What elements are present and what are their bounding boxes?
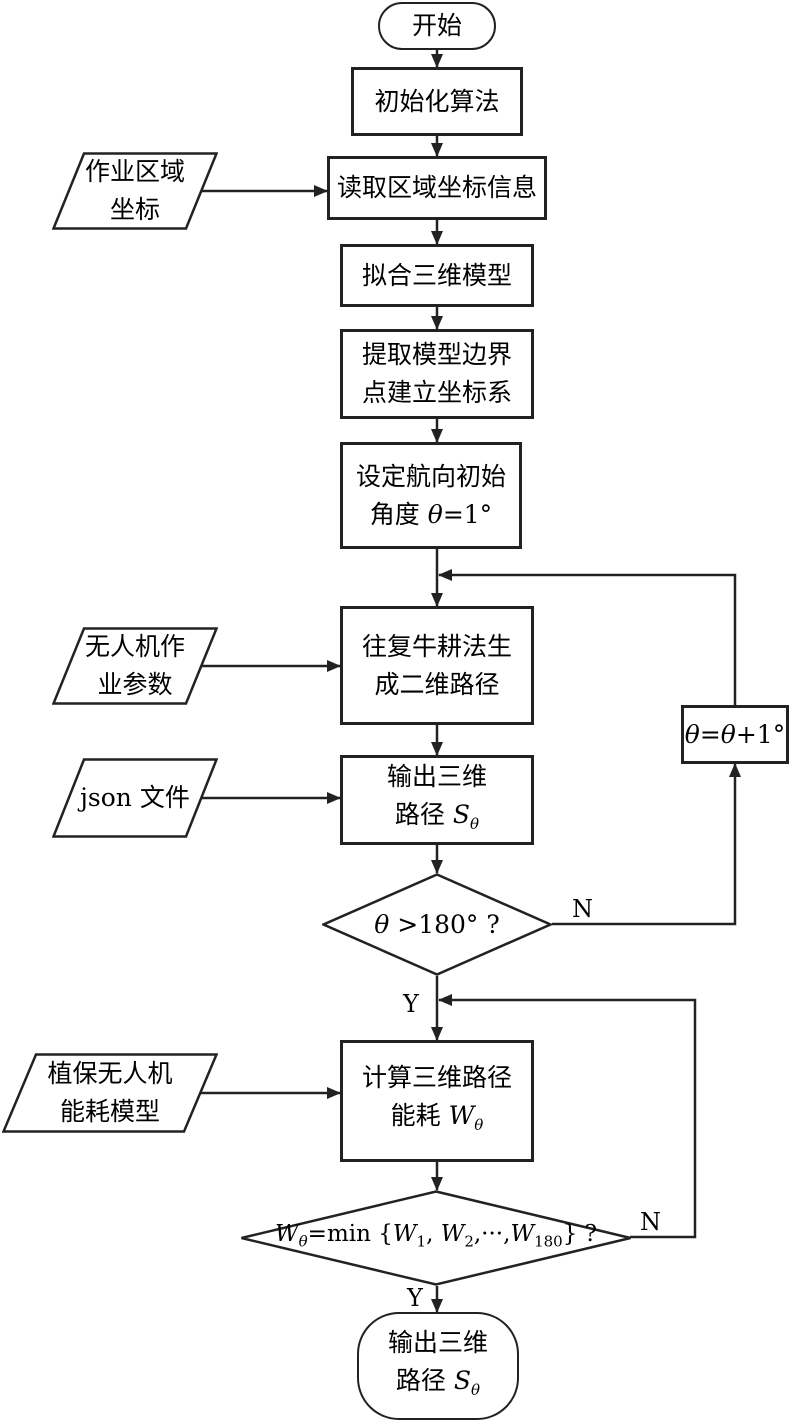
decision-min-shape	[241, 1190, 631, 1286]
increment-suffix: +1°	[735, 719, 786, 749]
input-uav-label: 无人机作 业参数	[85, 628, 185, 704]
output-theta-subscript: θ	[470, 814, 480, 833]
output-line2-prefix: 路径	[394, 799, 453, 829]
init-algorithm-label: 初始化算法	[374, 86, 500, 116]
energy-W-symbol: W	[448, 1100, 475, 1130]
start-terminal: 开始	[378, 2, 496, 50]
end-line1: 输出三维	[387, 1327, 488, 1357]
decision-theta-symbol: θ	[374, 909, 390, 939]
input-energy-model-label: 植保无人机 能耗模型	[47, 1055, 172, 1131]
heading-line1: 设定航向初始	[355, 461, 506, 491]
theta-increment-box: θ=θ+1°	[681, 705, 789, 764]
energy-line2-prefix: 能耗	[390, 1100, 449, 1130]
label-yes-decision2: Y	[407, 1284, 423, 1312]
edge-loop-back	[438, 569, 737, 705]
decision-theta-label: θ >180° ?	[374, 906, 500, 944]
output-line1: 输出三维	[386, 761, 487, 791]
heading-init-label: 设定航向初始 角度 θ=1°	[356, 458, 506, 534]
boundary-line1: 提取模型边界	[361, 340, 512, 369]
plan-2d-box: 往复牛耕法生 成二维路径	[340, 606, 534, 725]
end-theta-subscript: θ	[471, 1380, 481, 1399]
input-uav-line1: 无人机作	[84, 632, 185, 661]
boundary-box: 提取模型边界 点建立坐标系	[340, 329, 534, 419]
decision-min-W: W	[275, 1221, 299, 1248]
input-json-label: json 文件	[80, 783, 190, 812]
increment-theta-1: θ	[684, 719, 700, 749]
decision-min-sub1: 1	[416, 1232, 427, 1251]
input-energy-model-shape	[2, 1053, 218, 1133]
input-area-coords: 作业区域 坐标	[52, 152, 218, 230]
input-area-label: 作业区域 坐标	[85, 153, 185, 229]
boundary-line2: 点建立坐标系	[361, 378, 512, 407]
input-energy-model-line2: 能耗模型	[59, 1097, 160, 1126]
input-area-line2: 坐标	[109, 195, 160, 224]
decision-min-eq: =min {	[307, 1221, 393, 1248]
heading-theta-symbol: θ	[427, 499, 443, 529]
input-uav-params: 无人机作 业参数	[52, 627, 218, 705]
heading-line2-suffix: =1°	[442, 499, 493, 529]
heading-init-box: 设定航向初始 角度 θ=1°	[340, 442, 522, 549]
decision-min-W2: W	[440, 1221, 465, 1248]
decision-theta-shape	[322, 873, 552, 976]
increment-theta-2: θ	[720, 719, 736, 749]
energy-calc-box: 计算三维路径 能耗 Wθ	[340, 1040, 534, 1162]
plan-2d-line2: 成二维路径	[374, 669, 500, 699]
init-algorithm-box: 初始化算法	[351, 67, 523, 136]
output-3d-box: 输出三维 路径 Sθ	[340, 755, 534, 845]
edge-decision2-no	[438, 994, 697, 1239]
input-energy-model-line1: 植保无人机	[47, 1059, 173, 1088]
label-no-decision2: N	[640, 1208, 661, 1236]
fit-model-box: 拟合三维模型	[340, 244, 534, 307]
input-area-line1: 作业区域	[84, 157, 185, 186]
start-label: 开始	[411, 11, 462, 40]
end-terminal: 输出三维 路径 Sθ	[357, 1312, 519, 1420]
energy-line1: 计算三维路径	[361, 1062, 512, 1092]
edge-decision1-no	[552, 763, 741, 926]
end-label: 输出三维 路径 Sθ	[388, 1324, 488, 1409]
decision-min-W1: W	[392, 1221, 417, 1248]
input-area-shape	[52, 152, 218, 230]
decision-min-sub2: 2	[464, 1232, 474, 1251]
input-uav-shape	[52, 627, 218, 705]
theta-increment-label: θ=θ+1°	[685, 716, 785, 754]
plan-2d-line1: 往复牛耕法生	[361, 631, 512, 661]
output-3d-label: 输出三维 路径 Sθ	[387, 758, 487, 843]
increment-equals: =	[699, 719, 721, 749]
decision-min-dots: ,···,	[473, 1221, 511, 1248]
decision-min-W180: W	[510, 1221, 535, 1248]
input-uav-line2: 业参数	[97, 670, 173, 699]
input-energy-model: 植保无人机 能耗模型	[2, 1053, 218, 1133]
decision-min-sub180: 180	[534, 1232, 563, 1251]
decision-min-close: } ?	[562, 1221, 597, 1248]
label-yes-decision1: Y	[403, 990, 419, 1018]
input-json-file: json 文件	[52, 758, 218, 838]
energy-calc-label: 计算三维路径 能耗 Wθ	[362, 1059, 512, 1144]
decision-min-label: Wθ=min {W1, W2,···,W180} ?	[275, 1215, 597, 1261]
decision-min-diamond: Wθ=min {W1, W2,···,W180} ?	[240, 1190, 632, 1286]
boundary-label: 提取模型边界 点建立坐标系	[362, 336, 512, 412]
read-coords-label: 读取区域坐标信息	[336, 173, 537, 202]
decision-theta-diamond: θ >180° ?	[322, 873, 552, 976]
output-S-symbol: S	[452, 799, 471, 829]
label-no-decision1: N	[572, 895, 593, 923]
decision-min-theta-subscript: θ	[298, 1232, 308, 1251]
energy-theta-subscript: θ	[474, 1115, 484, 1134]
heading-line2-prefix: 角度	[369, 499, 428, 529]
end-line2-prefix: 路径	[395, 1365, 454, 1395]
fit-model-label: 拟合三维模型	[361, 260, 512, 290]
plan-2d-label: 往复牛耕法生 成二维路径	[362, 628, 512, 704]
decision-min-sep1: ,	[426, 1221, 441, 1248]
input-json-shape	[52, 758, 218, 838]
read-coords-box: 读取区域坐标信息	[327, 156, 547, 220]
end-S-symbol: S	[453, 1365, 472, 1395]
decision-theta-rest: >180° ?	[389, 909, 500, 939]
